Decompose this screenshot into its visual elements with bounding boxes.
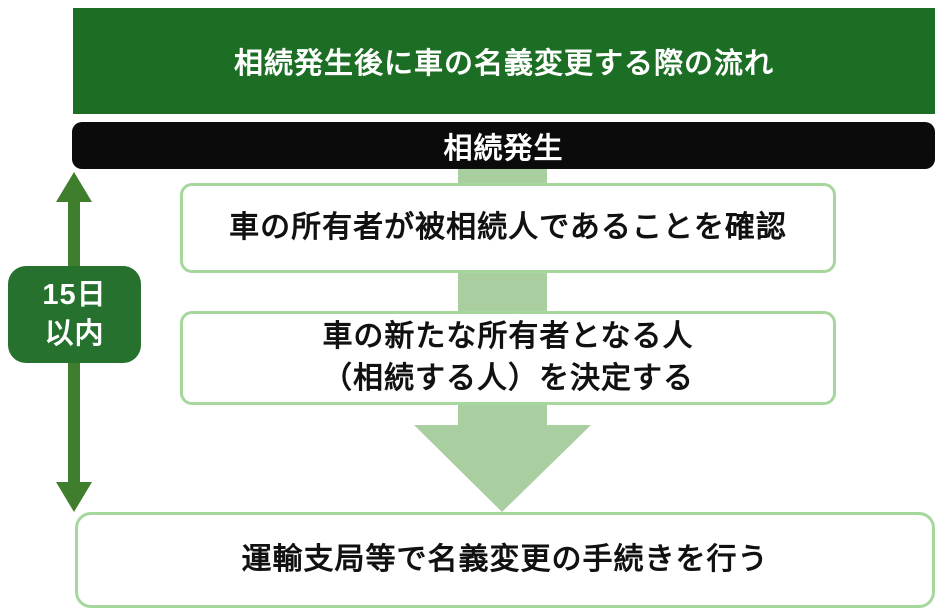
step-procedure-label: 運輸支局等で名義変更の手続きを行う — [241, 543, 769, 576]
step-box-procedure: 運輸支局等で名義変更の手続きを行う — [75, 512, 935, 608]
step-box-decide-heir: 車の新たな所有者となる人 （相続する人）を決定する — [180, 311, 836, 405]
step-confirm-owner-label: 車の所有者が被相続人であることを確認 — [229, 211, 787, 244]
duration-line-1: 15日 — [42, 278, 107, 311]
step-box-confirm-owner: 車の所有者が被相続人であることを確認 — [180, 183, 836, 273]
step-decide-heir-line-2: （相続する人）を決定する — [322, 362, 694, 395]
step-decide-heir-line-1: 車の新たな所有者となる人 — [322, 320, 694, 353]
page-title: 相続発生後に車の名義変更する際の流れ — [233, 48, 774, 80]
start-event-label: 相続発生 — [443, 132, 564, 165]
duration-line-2: 以内 — [44, 317, 105, 350]
title-banner: 相続発生後に車の名義変更する際の流れ — [73, 8, 935, 114]
duration-badge: 15日 以内 — [8, 266, 141, 363]
start-event-bar: 相続発生 — [72, 122, 935, 169]
